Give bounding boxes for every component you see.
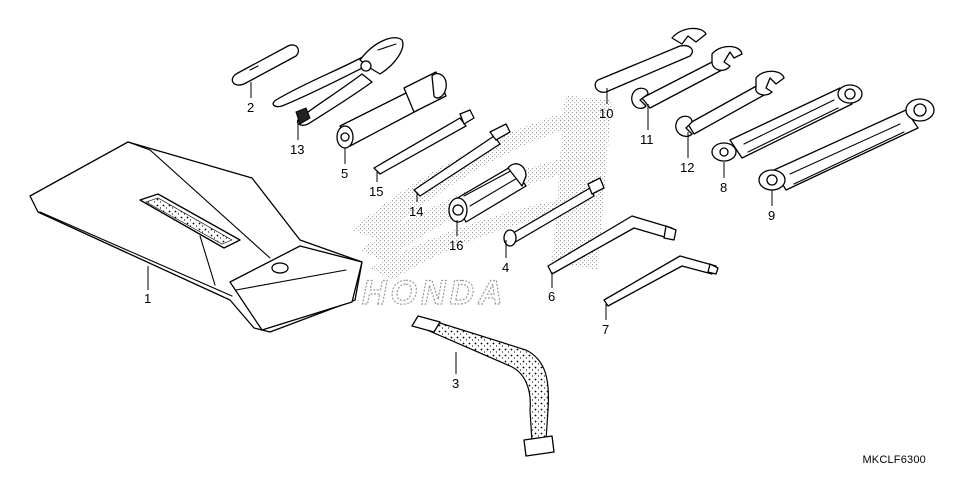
open-end-wrench-12 xyxy=(675,70,785,138)
hex-key-small xyxy=(603,255,719,307)
tool-bag xyxy=(29,141,363,333)
part-label-2: 2 xyxy=(247,100,254,115)
ring-wrench-8 xyxy=(711,84,863,162)
tool-strap xyxy=(411,315,555,457)
part-label-13: 13 xyxy=(290,142,304,157)
diagram-code: MKCLF6300 xyxy=(862,454,926,466)
extension-bar xyxy=(336,71,447,149)
part-label-10: 10 xyxy=(599,106,613,121)
pliers xyxy=(272,37,404,126)
part-label-4: 4 xyxy=(502,260,509,275)
screwdriver-handle xyxy=(448,163,527,223)
screwdriver-bit-long xyxy=(373,109,475,175)
part-label-16: 16 xyxy=(449,238,463,253)
part-label-15: 15 xyxy=(369,184,383,199)
part-label-11: 11 xyxy=(640,132,654,147)
part-label-8: 8 xyxy=(720,180,727,195)
open-end-wrench-11 xyxy=(631,45,743,110)
part-label-14: 14 xyxy=(409,204,423,219)
part-label-5: 5 xyxy=(341,166,348,181)
flat-spanner xyxy=(594,27,707,93)
part-label-9: 9 xyxy=(768,208,775,223)
ring-wrench-9 xyxy=(758,98,935,191)
honda-wing-logo-watermark: HONDA xyxy=(352,95,612,313)
screwdriver-bit xyxy=(413,123,511,197)
part-label-12: 12 xyxy=(680,160,694,175)
part-label-6: 6 xyxy=(548,289,555,304)
leader-lines xyxy=(147,82,773,374)
part-label-7: 7 xyxy=(602,322,609,337)
part-label-1: 1 xyxy=(144,291,151,306)
spanner-plate xyxy=(231,44,300,86)
part-number-labels: 1 2 3 4 5 6 7 8 9 10 11 12 13 14 15 16 xyxy=(144,100,775,391)
part-label-3: 3 xyxy=(452,376,459,391)
driver-bar xyxy=(503,177,605,247)
honda-watermark-text: HONDA xyxy=(362,274,507,312)
